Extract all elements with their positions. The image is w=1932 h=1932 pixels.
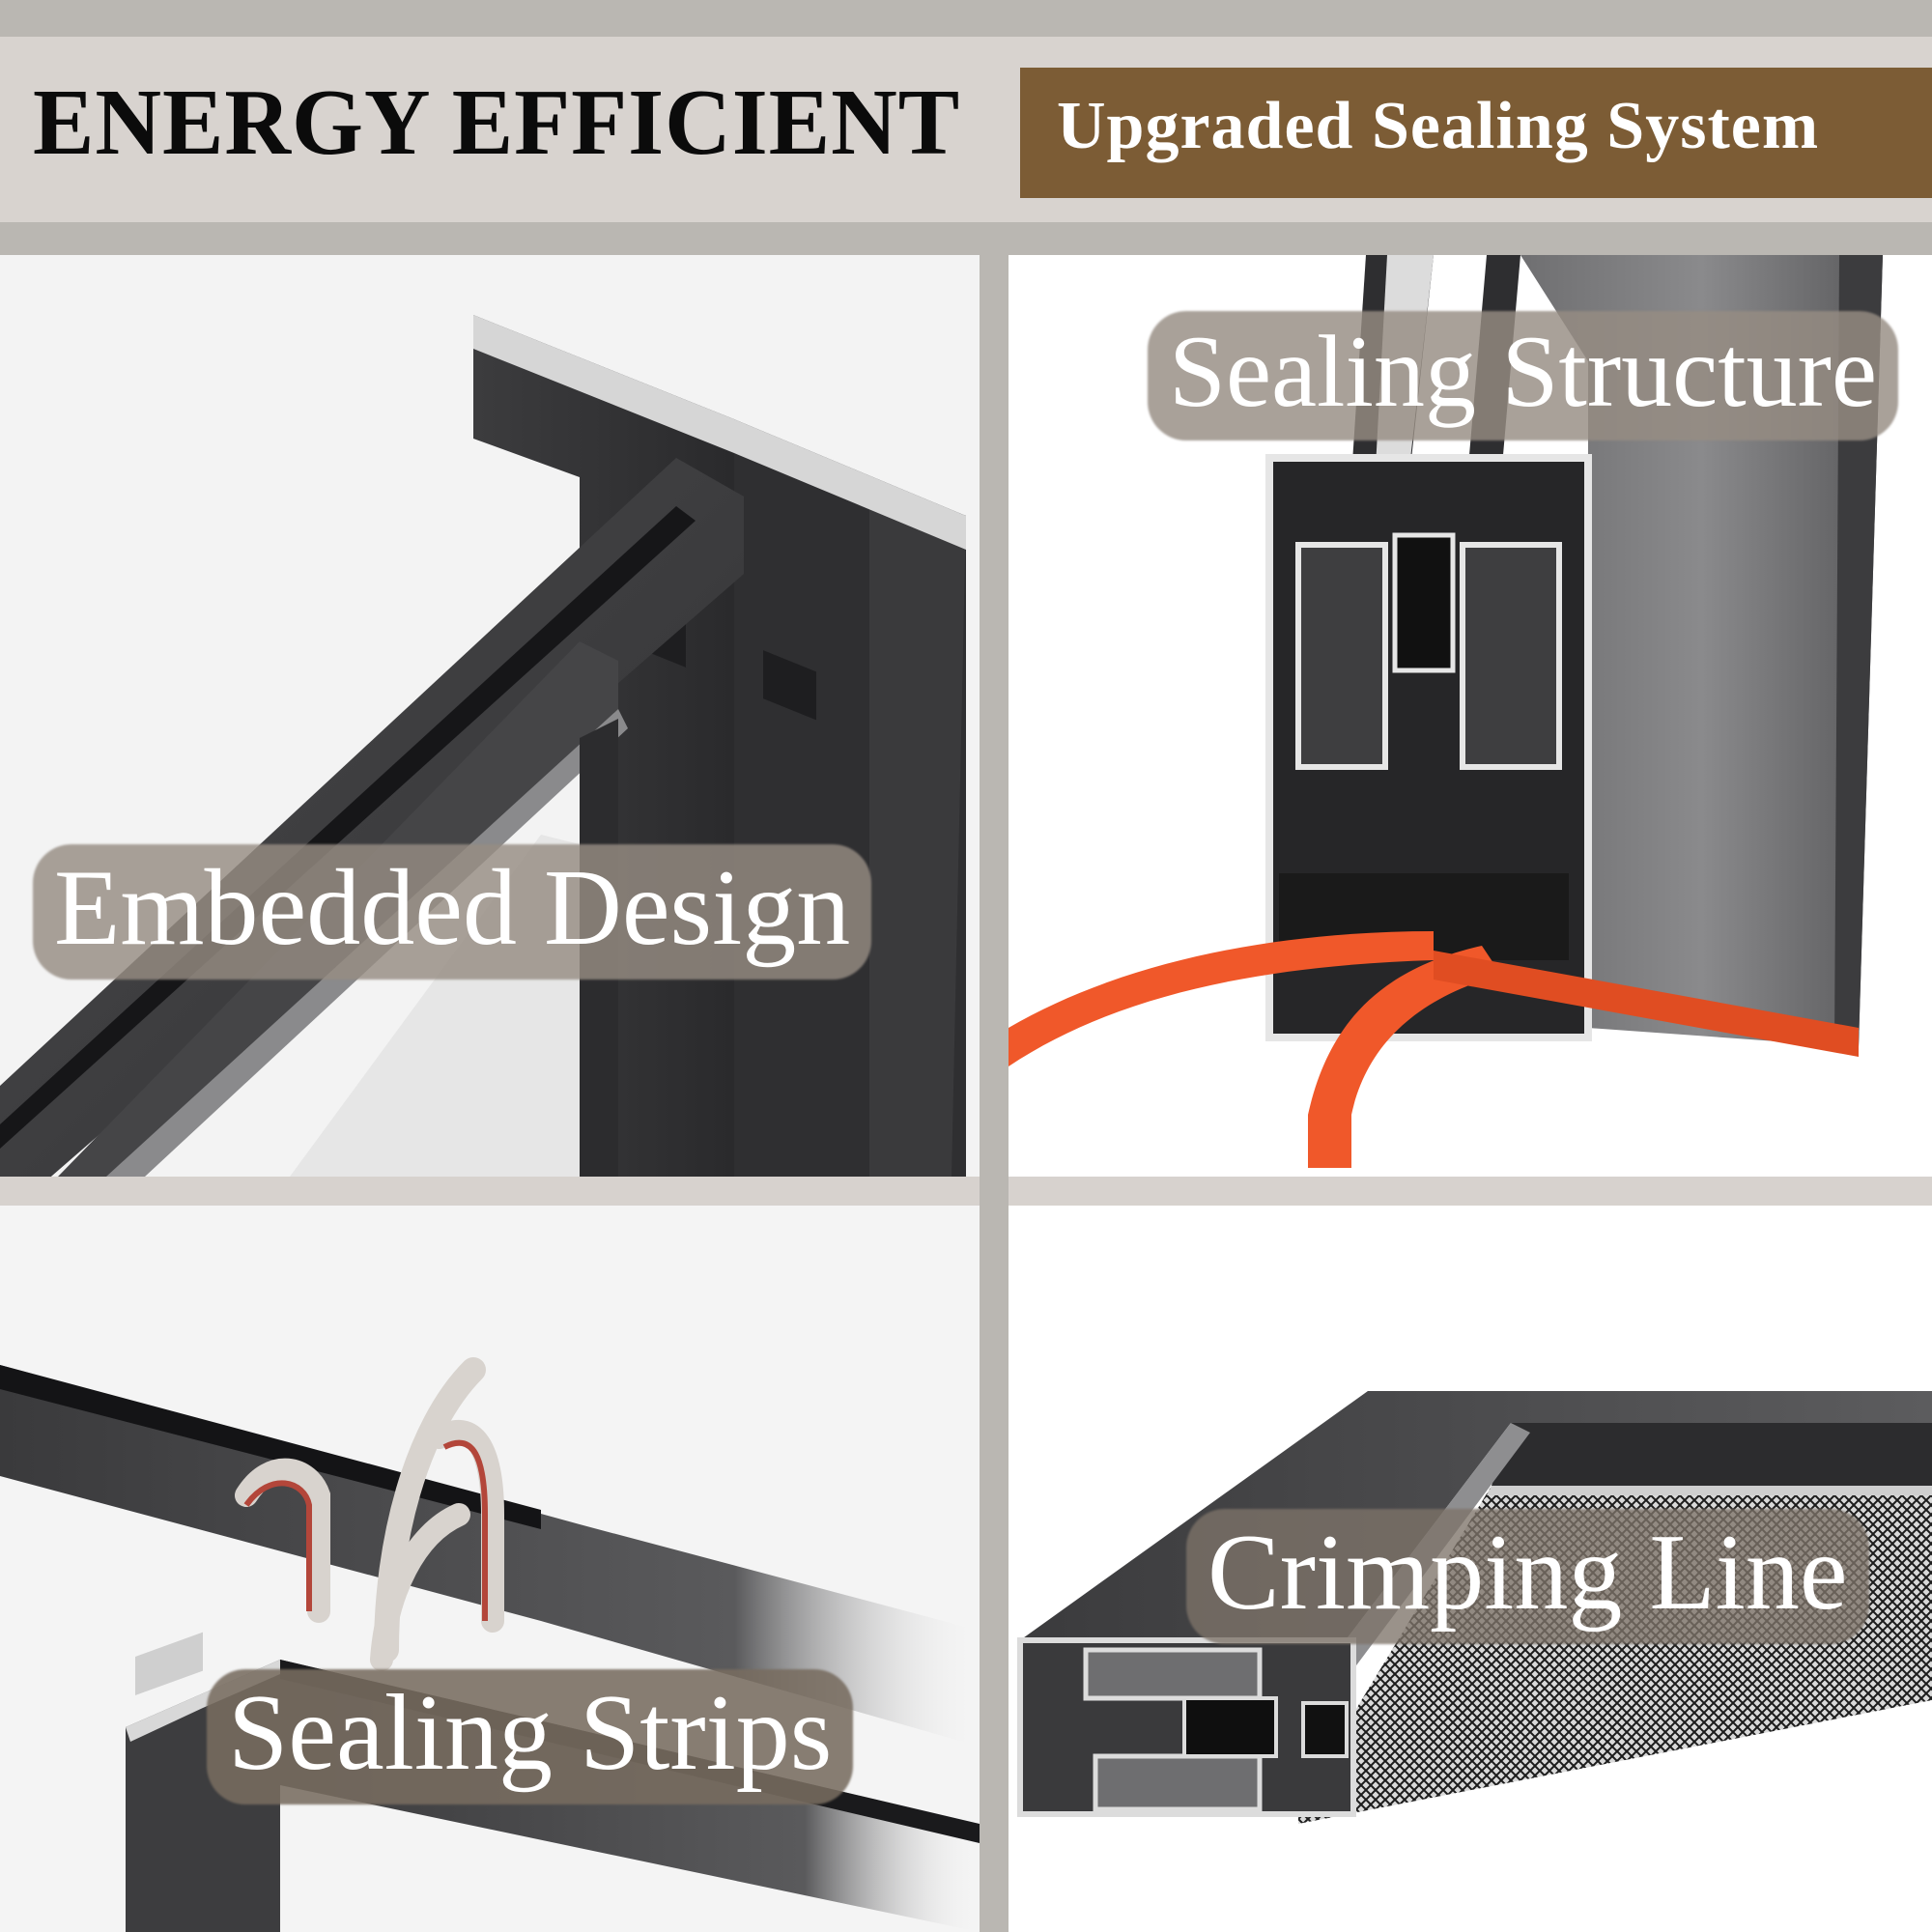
horizontal-divider: [0, 1177, 1932, 1206]
page-title: ENERGY EFFICIENT: [33, 71, 961, 175]
pile-weather-strips-image: [0, 1357, 980, 1932]
subtitle-box: [1020, 68, 1932, 198]
panel-sealing-strips: Sealing Strips: [0, 1206, 980, 1932]
label-halo: [1148, 311, 1898, 440]
label-crimping-line: Crimping Line: [1186, 1509, 1869, 1644]
label-sealing-structure: Sealing Structure: [1148, 311, 1898, 440]
panel-crimping-line: Crimping Line: [1009, 1206, 1932, 1932]
panel-embedded-design: Embedded Design: [0, 255, 980, 1177]
header-bottom-band: [0, 222, 1932, 255]
label-halo: [33, 844, 872, 980]
label-embedded-design: Embedded Design: [33, 844, 872, 980]
page-subtitle: Upgraded Sealing System: [1057, 89, 1820, 163]
label-halo: [207, 1669, 854, 1804]
window-frame-profile-image: [0, 315, 966, 1177]
panel-sealing-structure: Sealing Structure: [1009, 255, 1932, 1177]
vertical-divider: [980, 255, 1009, 1932]
label-sealing-strips: Sealing Strips: [207, 1669, 854, 1804]
header-top-band: [0, 0, 1932, 37]
label-halo: [1186, 1509, 1869, 1644]
